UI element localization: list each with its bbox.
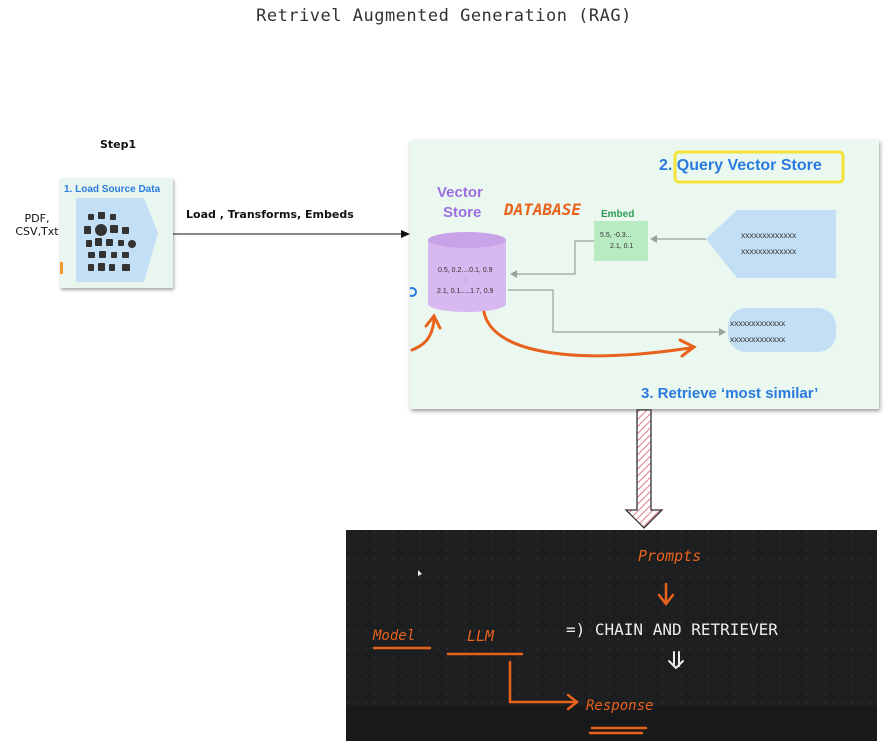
step1-label: Step1 [100,138,137,151]
load-arrow-label: Load , Transforms, Embeds [186,208,354,221]
query-shape [706,210,836,278]
llm-note: LLM [467,627,495,645]
db-value-2: : [465,277,467,284]
db-value-1: 0.5, 0.2....0.1, 0.9 [438,267,493,274]
response-note: Response [586,698,654,714]
database-cylinder-icon [428,232,506,312]
load-arrow-head [401,230,410,238]
vector-store-panel: 2. Query Vector Store Vector Store DATAB… [410,140,879,409]
input-formats-label: PDF, CSV,Txt [15,212,59,238]
prompts-note: Prompts [638,547,702,565]
chalkboard-strokes [346,530,877,741]
embed-box [594,221,648,261]
query-title-highlight [673,150,845,184]
load-source-panel: 1. Load Source Data [60,178,173,288]
database-note: DATABASE [504,200,582,219]
vector-store-label-2: Store [443,204,482,221]
result-text-1: xxxxxxxxxxxxx [730,318,786,328]
model-note: Model [373,628,416,644]
load-source-title: 1. Load Source Data [64,184,161,195]
embed-value-2: 2.1, 0.1 [610,243,634,250]
source-icons-graphic [60,198,158,282]
result-text-2: xxxxxxxxxxxxx [730,334,786,344]
vector-store-graphic [410,150,845,358]
source-chevron-shape [76,198,158,282]
retrieve-title: 3. Retrieve ‘most similar’ [641,385,819,402]
query-text-1: xxxxxxxxxxxxx [741,230,797,240]
embed-label: Embed [601,209,635,220]
query-text-2: xxxxxxxxxxxxx [741,246,797,256]
chalkboard-panel: Prompts Model LLM =) CHAIN AND RETRIEVER… [346,530,877,741]
vector-store-label-1: Vector [437,184,483,201]
db-value-3: 2.1, 0.1.....1.7, 0.9 [437,288,494,295]
embed-value-1: 5.5, -0.3... [600,232,632,239]
query-title: 2. Query Vector Store [659,157,822,174]
result-pill [728,308,836,352]
chain-retriever-note: =) CHAIN AND RETRIEVER [566,620,778,639]
down-arrow-icon [624,409,664,529]
diagram-title: Retrivel Augmented Generation (RAG) [256,6,632,26]
